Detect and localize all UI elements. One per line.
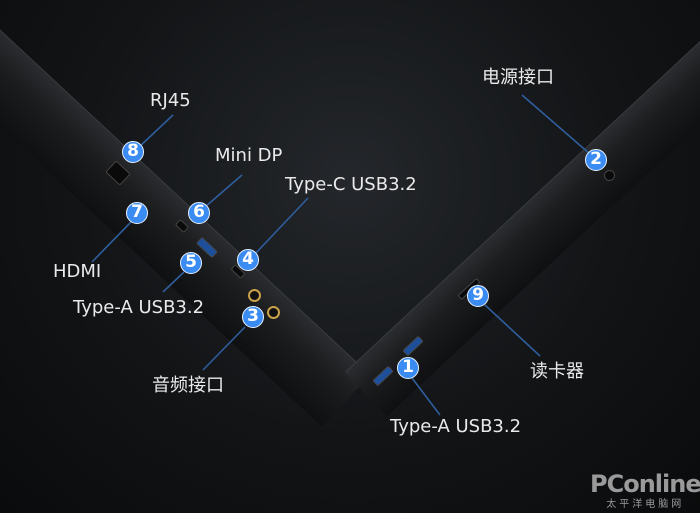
callout-label-2: 电源接口 [482, 67, 554, 88]
watermark-brand: PConline [590, 470, 700, 498]
callout-badge-2: 2 [585, 149, 607, 171]
watermark-tagline: 太平洋电脑网 [606, 499, 685, 510]
leader-line-6 [204, 174, 243, 208]
leader-line-8 [137, 114, 174, 149]
leader-line-9 [484, 304, 541, 357]
callout-badge-9: 9 [467, 285, 489, 307]
callout-label-6: Mini DP [215, 145, 283, 166]
pconline-watermark: PConline 太平洋电脑网 [590, 470, 700, 510]
callout-label-7: HDMI [53, 261, 102, 282]
callout-label-9: 读卡器 [530, 361, 584, 382]
callout-badge-6: 6 [188, 202, 210, 224]
leader-line-3 [202, 326, 246, 371]
callout-badge-1: 1 [397, 357, 419, 379]
callout-badge-5: 5 [180, 252, 202, 274]
leader-line-5 [162, 271, 185, 293]
callout-badge-3: 3 [242, 306, 264, 328]
callout-label-8: RJ45 [150, 90, 191, 111]
leader-line-1 [411, 377, 441, 416]
audio-jack-1 [248, 289, 261, 302]
leader-line-7 [91, 221, 132, 263]
leader-line-4 [253, 197, 309, 256]
callout-label-4: Type-C USB3.2 [285, 174, 417, 195]
callout-badge-4: 4 [237, 249, 259, 271]
callout-label-1: Type-A USB3.2 [390, 416, 522, 437]
callout-badge-7: 7 [126, 202, 148, 224]
power-port [604, 170, 615, 181]
callout-label-5: Type-A USB3.2 [73, 297, 205, 318]
leader-line-2 [521, 94, 591, 155]
callout-badge-8: 8 [122, 141, 144, 163]
audio-jack-2 [267, 306, 280, 319]
callout-label-3: 音频接口 [152, 375, 224, 396]
